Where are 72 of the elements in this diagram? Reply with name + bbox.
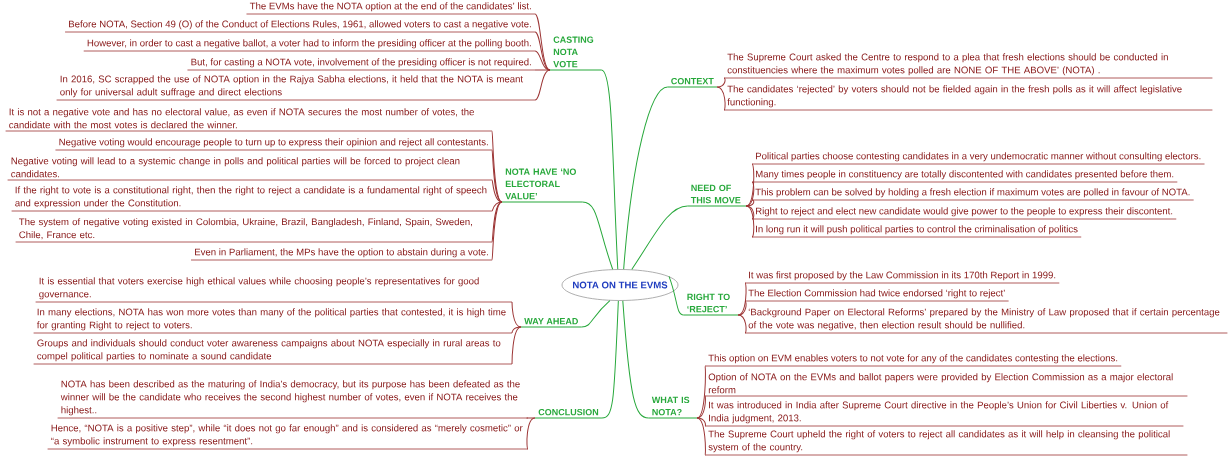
- subtopic-note: If the right to vote is a constitutional right, then the right to reject a candidate is a fundamental right of speech and expression under the Constitution.: [11, 186, 493, 212]
- branch-line: [600, 69, 619, 270]
- branch-topic: RIGHT TO ‘REJECT’: [683, 293, 739, 316]
- subtopic-note: In many elections, NOTA has won more votes than many of the political parties that contested, it is high time for granting Right to reject to voters.: [33, 308, 513, 334]
- subtopic-note: It is not a negative vote and has no electoral value, as even if NOTA secures the most number of votes, the candidate with the most votes is declared the winner.: [5, 108, 493, 132]
- subtopic-note: In long run it will push political parties to control the criminalisation of politics: [751, 225, 1082, 238]
- connector-line: [696, 395, 706, 419]
- branch-line: [668, 275, 685, 316]
- subtopic-note: Negative voting will lead to a systemic change in polls and political parties will be forced to project clean candidates.: [7, 157, 493, 181]
- branch-topic: WAY AHEAD: [520, 318, 583, 328]
- connector-line: [737, 314, 747, 334]
- connector-line: [534, 69, 551, 71]
- connector-line: [526, 417, 536, 450]
- connector-line: [696, 417, 706, 456]
- branch-topic: CASTING NOTA VOTE: [549, 36, 602, 71]
- subtopic-note: The EVMs have the NOTA option at the end of the candidates’ list.: [246, 2, 536, 15]
- branch-line: [622, 300, 650, 419]
- connector-line: [716, 86, 726, 111]
- connector-line: [491, 201, 503, 243]
- connector-line: [534, 31, 551, 71]
- subtopic-note: The Supreme Court upheld the right of voters to reject all candidates as it will help in cleansing the political system of the country.: [704, 430, 1188, 456]
- connector-line: [491, 149, 503, 203]
- branch-topic: WHAT IS NOTA?: [648, 396, 698, 419]
- subtopic-note: However, in order to cast a negative ballot, a voter had to inform the presiding officer at the polling booth.: [83, 39, 536, 52]
- connector-line: [737, 282, 747, 316]
- branch-line: [631, 205, 689, 270]
- subtopic-note: This option on EVM enables voters to not vote for any of the candidates contesting the elections.: [704, 354, 1122, 367]
- subtopic-note: NOTA has been described as the maturing of India’s democracy, but its purpose has been defeated as the winner will be the candidate who receives the second highest number of votes, even if NOTA receives the highest..: [57, 380, 529, 419]
- subtopic-note: But, for casting a NOTA vote, involvement of the presiding officer is not required.: [187, 58, 536, 71]
- subtopic-note: It was introduced in India after Supreme Court directive in the People’s Union for Civil Liberties v. Union of India judgment, 2013.: [704, 401, 1184, 427]
- subtopic-note: ‘Background Paper on Electoral Reforms’ prepared by the Ministry of Law proposed that if certain percentage of the vote was negative, then election result should be nullified.: [744, 308, 1228, 334]
- branch-topic: CONCLUSION: [534, 408, 603, 419]
- connector-line: [511, 301, 522, 328]
- connector-line: [696, 417, 706, 427]
- branch-line: [601, 300, 619, 419]
- branch-line: [623, 86, 669, 270]
- subtopic-note: The system of negative voting existed in Colombia, Ukraine, Brazil, Bangladesh, Finland, Spain, Sweden, Chile, France etc.: [15, 218, 493, 243]
- subtopic-note: Many times people in constituency are totally discontented with candidates presented before them.: [751, 170, 1178, 183]
- branch-topic: CONTEXT: [667, 77, 718, 88]
- subtopic-note: Hence, “NOTA is a positive step”, while “it does not go far enough” and is considered as “merely cosmetic” or “a symbolic instrument to express resentment”.: [47, 424, 529, 450]
- subtopic-note: Right to reject and elect new candidate would give power to the people to express their discontent.: [751, 207, 1177, 220]
- connector-line: [511, 326, 522, 334]
- connector-line: [491, 179, 503, 203]
- connector-line: [745, 199, 755, 207]
- branch-topic: NOTA HAVE ‘NO ELECTORAL VALUE’: [501, 168, 583, 203]
- connector-line: [534, 13, 551, 71]
- connector-line: [716, 77, 726, 88]
- connector-line: [737, 300, 747, 316]
- subtopic-note: Even in Parliament, the MPs have the option to abstain during a vote.: [190, 248, 493, 261]
- subtopic-note: The Election Commission had twice endorsed ‘right to reject’: [744, 289, 1009, 302]
- connector-line: [491, 130, 503, 203]
- branch-topic: NEED OF THIS MOVE: [687, 184, 747, 207]
- subtopic-note: Option of NOTA on the EVMs and ballot papers were provided by Election Commission as a major electoral reform: [704, 373, 1188, 397]
- subtopic-note: The Supreme Court asked the Centre to respond to a plea that fresh elections should be conducted in constituencies where the maximum votes polled are NONE OF THE ABOVE’ (NOTA) .: [723, 53, 1213, 79]
- subtopic-note: Political parties choose contesting candidates in a very undemocratic manner without consulting electors.: [751, 152, 1205, 165]
- branch-line: [581, 300, 611, 328]
- connector-line: [745, 163, 755, 207]
- connector-line: [511, 326, 522, 365]
- connector-line: [745, 205, 755, 238]
- connector-line: [696, 365, 706, 419]
- subtopic-note: It was first proposed by the Law Commission in its 170th Report in 1999.: [744, 271, 1060, 284]
- branch-line: [581, 201, 614, 270]
- subtopic-note: Before NOTA, Section 49 (O) of the Conduct of Elections Rules, 1961, allowed voters to cast a negative vote.: [64, 20, 536, 33]
- subtopic-note: The candidates ‘rejected’ by voters should not be fielded again in the fresh polls as it will affect legislative functioning.: [723, 85, 1213, 111]
- connector-line: [491, 201, 503, 261]
- connector-line: [534, 69, 551, 101]
- subtopic-note: This problem can be solved by holding a fresh election if maximum votes are polled in favour of NOTA.: [751, 188, 1195, 201]
- subtopic-note: In 2016, SC scrapped the use of NOTA option in the Rajya Sabha elections, it held that the NOTA is meant only for universal adult suffrage and direct elections: [56, 75, 536, 101]
- connector-line: [526, 417, 536, 419]
- subtopic-note: Negative voting would encourage people to turn up to express their opinion and reject all contestants.: [55, 138, 493, 151]
- subtopic-note: It is essential that voters exercise high ethical values while choosing people’s representatives for good governance.: [35, 277, 513, 303]
- subtopic-note: Groups and individuals should conduct voter awareness campaigns about NOTA especially in rural areas to compel political parties to nominate a sound candidate: [33, 339, 513, 365]
